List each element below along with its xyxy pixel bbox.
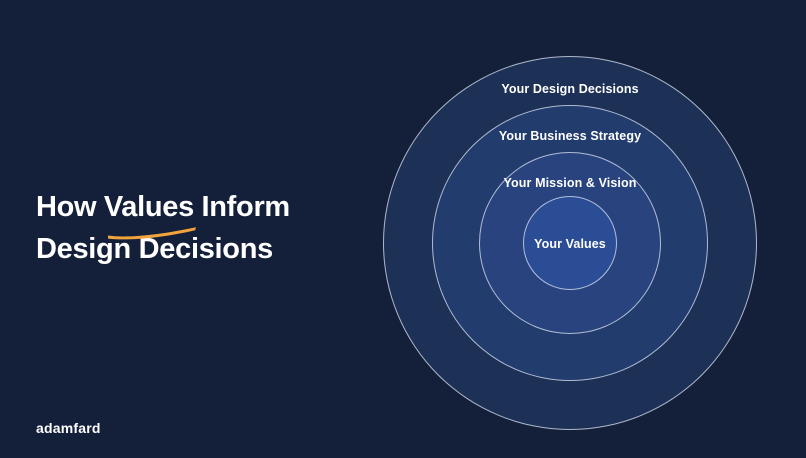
title-word-how: How bbox=[36, 191, 97, 223]
title-word-inform: Inform bbox=[201, 191, 291, 223]
circle-values bbox=[523, 196, 617, 290]
title-highlight-text: Values bbox=[103, 191, 194, 223]
ring-label-mission-vision: Your Mission & Vision bbox=[503, 176, 637, 190]
ring-label-design-decisions: Your Design Decisions bbox=[501, 82, 639, 96]
brand-logo: adamfard bbox=[36, 420, 101, 436]
ring-label-business-strategy: Your Business Strategy bbox=[498, 129, 642, 143]
ring-label-values: Your Values bbox=[534, 237, 606, 251]
